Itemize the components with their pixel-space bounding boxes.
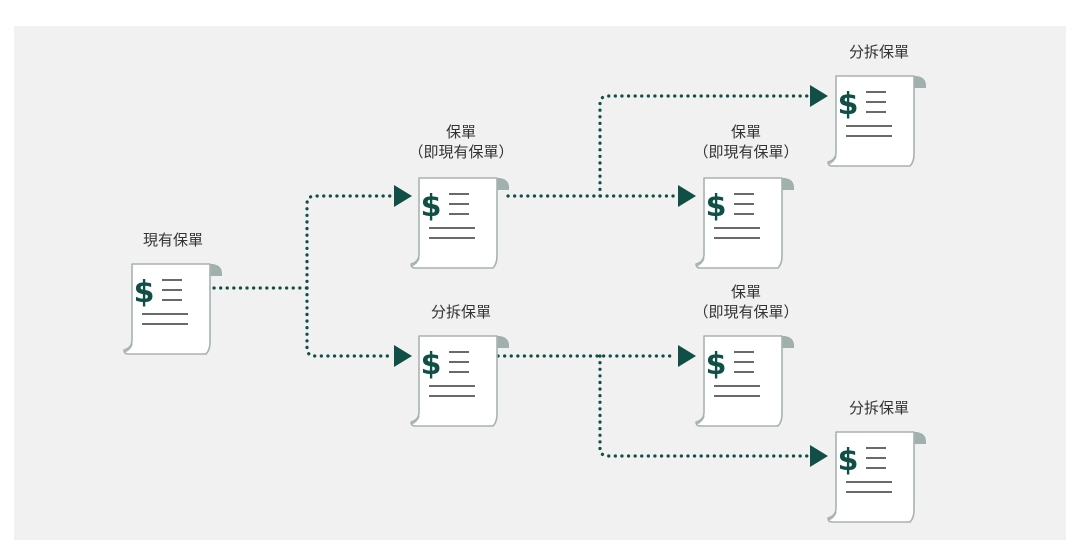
arrow-head [678, 185, 696, 207]
label-existing-policy: 現有保單 [142, 231, 203, 249]
arrow-head [678, 345, 696, 367]
dollar-sign-icon: $ [838, 443, 859, 478]
dollar-sign-icon: $ [706, 347, 727, 382]
connector-midbottom-to-rightd [598, 354, 810, 458]
policy-document-icon: $ [695, 177, 794, 269]
label-policy-existing: 保單 （即現有保單） [408, 123, 514, 161]
label-split-policy: 分拆保單 [848, 43, 909, 61]
policy-document-icon: $ [827, 75, 926, 167]
policy-document-icon: $ [827, 431, 926, 523]
policy-document-icon: $ [695, 335, 794, 427]
label-split-policy: 分拆保單 [848, 399, 909, 417]
label-policy-existing: 保單 （即現有保單） [693, 123, 799, 161]
arrow-head [810, 85, 828, 107]
policy-document-icon: $ [410, 177, 509, 269]
dollar-sign-icon: $ [134, 275, 155, 310]
connector-branch-up [305, 194, 394, 290]
connector-branch-down [305, 286, 394, 358]
dollar-sign-icon: $ [706, 189, 727, 224]
policy-document-icon: $ [123, 263, 222, 355]
dollar-sign-icon: $ [421, 347, 442, 382]
label-policy-existing: 保單 （即現有保單） [693, 283, 799, 321]
arrow-head [810, 445, 828, 467]
arrow-head [394, 185, 412, 207]
dollar-sign-icon: $ [838, 87, 859, 122]
dollar-sign-icon: $ [421, 189, 442, 224]
connector-midtop-to-righta [598, 94, 810, 198]
arrow-head [394, 345, 412, 367]
policy-document-icon: $ [410, 335, 509, 427]
label-split-policy: 分拆保單 [430, 303, 491, 321]
